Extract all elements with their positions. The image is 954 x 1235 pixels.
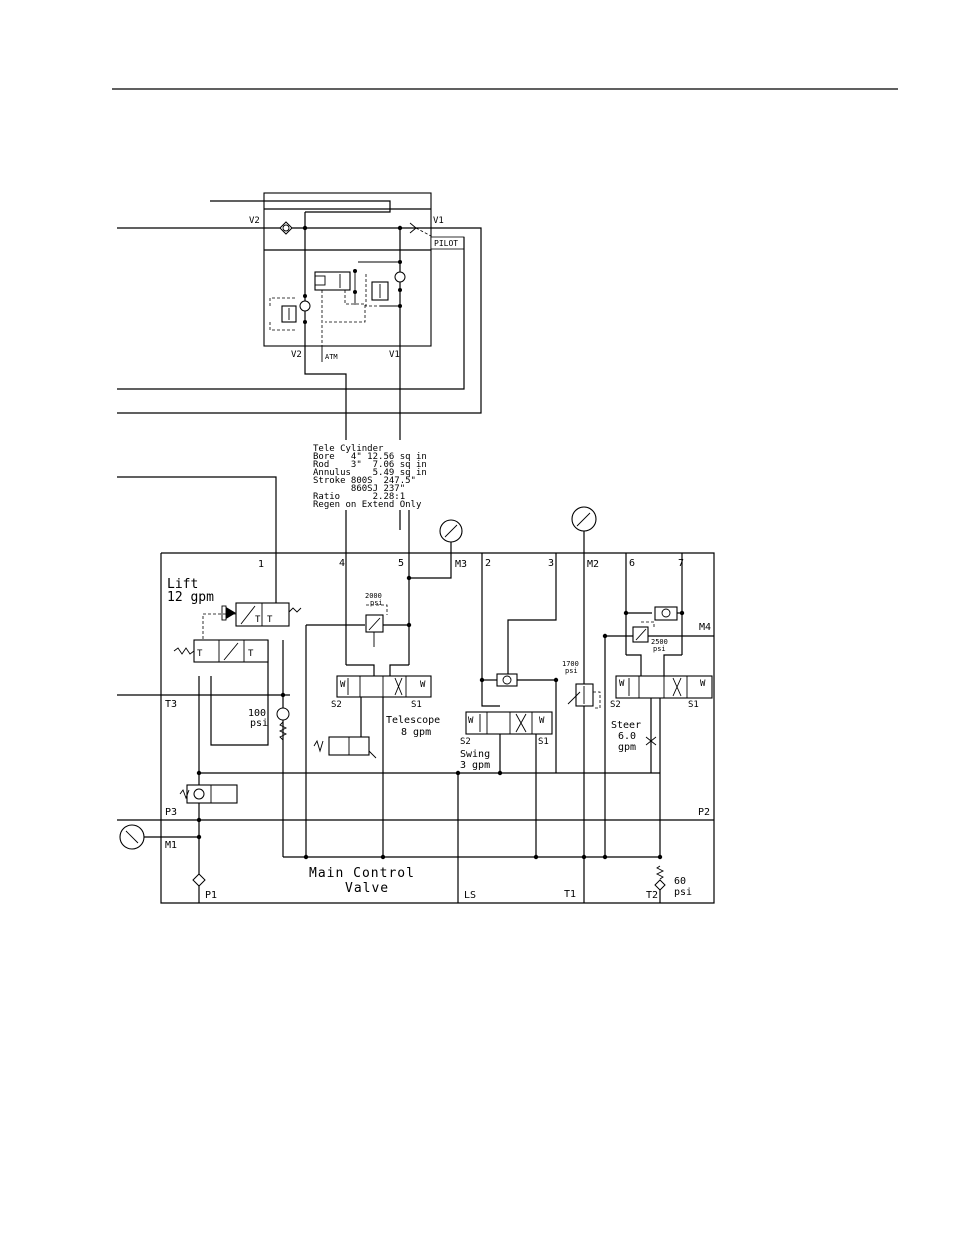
check-60-unit: psi — [674, 887, 692, 898]
steer-shuttle — [654, 606, 678, 621]
telescope-s2: S2 — [331, 700, 342, 710]
swing-name: Swing — [460, 749, 490, 760]
check-100-unit: psi — [250, 718, 268, 729]
port-5: 5 — [398, 558, 404, 569]
port-1: 1 — [258, 559, 264, 570]
tele-cylinder-specs: Tele Cylinder Bore 4" 12.56 sq in Rod 3"… — [313, 444, 427, 510]
svg-text:T: T — [255, 615, 261, 625]
lift-flow: 12 gpm — [167, 590, 214, 605]
check-valve-p1 — [192, 873, 206, 887]
port-3: 3 — [548, 558, 554, 569]
telescope-regen-valve — [313, 736, 377, 759]
swing-valve: W W — [465, 711, 553, 735]
tele-spec-line: Stroke 800S 247.5" — [313, 476, 416, 486]
swing-relief-value: 1700 — [562, 660, 579, 668]
tele-spec-line: Annulus 5.49 sq in — [313, 468, 427, 478]
steer-flow-unit: gpm — [618, 742, 636, 753]
telescope-relief-value: 2000 — [365, 592, 382, 600]
svg-text:T: T — [267, 615, 273, 625]
port-p3: P3 — [165, 807, 177, 818]
port-p2: P2 — [698, 807, 710, 818]
gauge-m1 — [119, 824, 145, 850]
swing-flow: 3 gpm — [460, 760, 490, 771]
svg-text:T: T — [197, 649, 203, 659]
steer-flow-value: 6.0 — [618, 731, 636, 742]
main-valve-title-line1: Main Control — [309, 866, 415, 881]
steer-relief-2500psi — [632, 621, 655, 643]
check-60-value: 60 — [674, 876, 686, 887]
telescope-name: Telescope — [386, 715, 440, 726]
steer-relief-value: 2500 — [651, 638, 668, 646]
port-t3: T3 — [165, 699, 177, 710]
port-7: 7 — [678, 558, 684, 569]
svg-text:W: W — [539, 716, 545, 726]
telescope-relief-2000psi — [365, 604, 388, 647]
label-v2-top: V2 — [249, 216, 260, 226]
gauge-m2 — [571, 506, 597, 532]
swing-s1: S1 — [538, 737, 549, 747]
tele-spec-line: Ratio 2.28:1 — [313, 492, 405, 502]
label-v2-bottom: V2 — [291, 350, 302, 360]
port-m2: M2 — [587, 559, 599, 570]
port-t1: T1 — [564, 889, 576, 900]
svg-text:W: W — [340, 680, 346, 690]
port-m3: M3 — [455, 559, 467, 570]
port-p1: P1 — [205, 890, 217, 901]
check-valve-100psi — [276, 707, 290, 741]
svg-text:T: T — [248, 649, 254, 659]
port-6: 6 — [629, 558, 635, 569]
main-valve-title-line2: Valve — [345, 881, 389, 896]
port-m1: M1 — [165, 840, 177, 851]
tele-spec-line: Rod 3" 7.06 sq in — [313, 460, 427, 470]
swing-s2: S2 — [460, 737, 471, 747]
svg-text:W: W — [700, 679, 706, 689]
tele-spec-line: Bore 4" 12.56 sq in — [313, 452, 427, 462]
steer-name: Steer — [611, 720, 641, 731]
check-valve-v2 — [279, 221, 293, 235]
steer-valve: W W — [615, 675, 713, 699]
svg-text:W: W — [420, 680, 426, 690]
port-ls: LS — [464, 890, 476, 901]
port-4: 4 — [339, 558, 345, 569]
swing-shuttle — [496, 673, 518, 687]
tele-spec-line: Tele Cylinder — [313, 444, 384, 454]
label-v1-top: V1 — [433, 216, 444, 226]
svg-text:W: W — [619, 679, 625, 689]
label-atm: ATM — [325, 353, 338, 361]
main-control-valve: T T T T — [117, 476, 715, 904]
steer-s1: S1 — [688, 700, 699, 710]
label-v1-bottom: V1 — [389, 350, 400, 360]
swing-relief-1700psi — [567, 683, 601, 709]
svg-text:W: W — [468, 716, 474, 726]
port-t2: T2 — [646, 890, 658, 901]
telescope-relief-unit: psi — [370, 599, 383, 607]
label-pilot: PILOT — [434, 239, 458, 248]
tele-spec-line: 860SJ 237" — [313, 484, 405, 494]
unloader-valve-p3 — [179, 784, 238, 804]
lift-valve: T T T T — [173, 602, 302, 663]
port-m4: M4 — [699, 622, 711, 633]
telescope-s1: S1 — [411, 700, 422, 710]
check-100-value: 100 — [248, 708, 266, 719]
check-valve-60psi — [654, 865, 666, 891]
telescope-valve: W W — [336, 675, 432, 698]
lift-name: Lift — [167, 577, 198, 592]
tele-spec-line: Regen on Extend Only — [313, 500, 422, 510]
holding-valve-block: V2 V1 PILOT V2 ATM V1 — [117, 192, 482, 440]
gauge-m3 — [439, 519, 463, 543]
port-2: 2 — [485, 558, 491, 569]
steer-relief-unit: psi — [653, 645, 666, 653]
swing-relief-unit: psi — [565, 667, 578, 675]
telescope-flow: 8 gpm — [401, 727, 431, 738]
steer-s2: S2 — [610, 700, 621, 710]
